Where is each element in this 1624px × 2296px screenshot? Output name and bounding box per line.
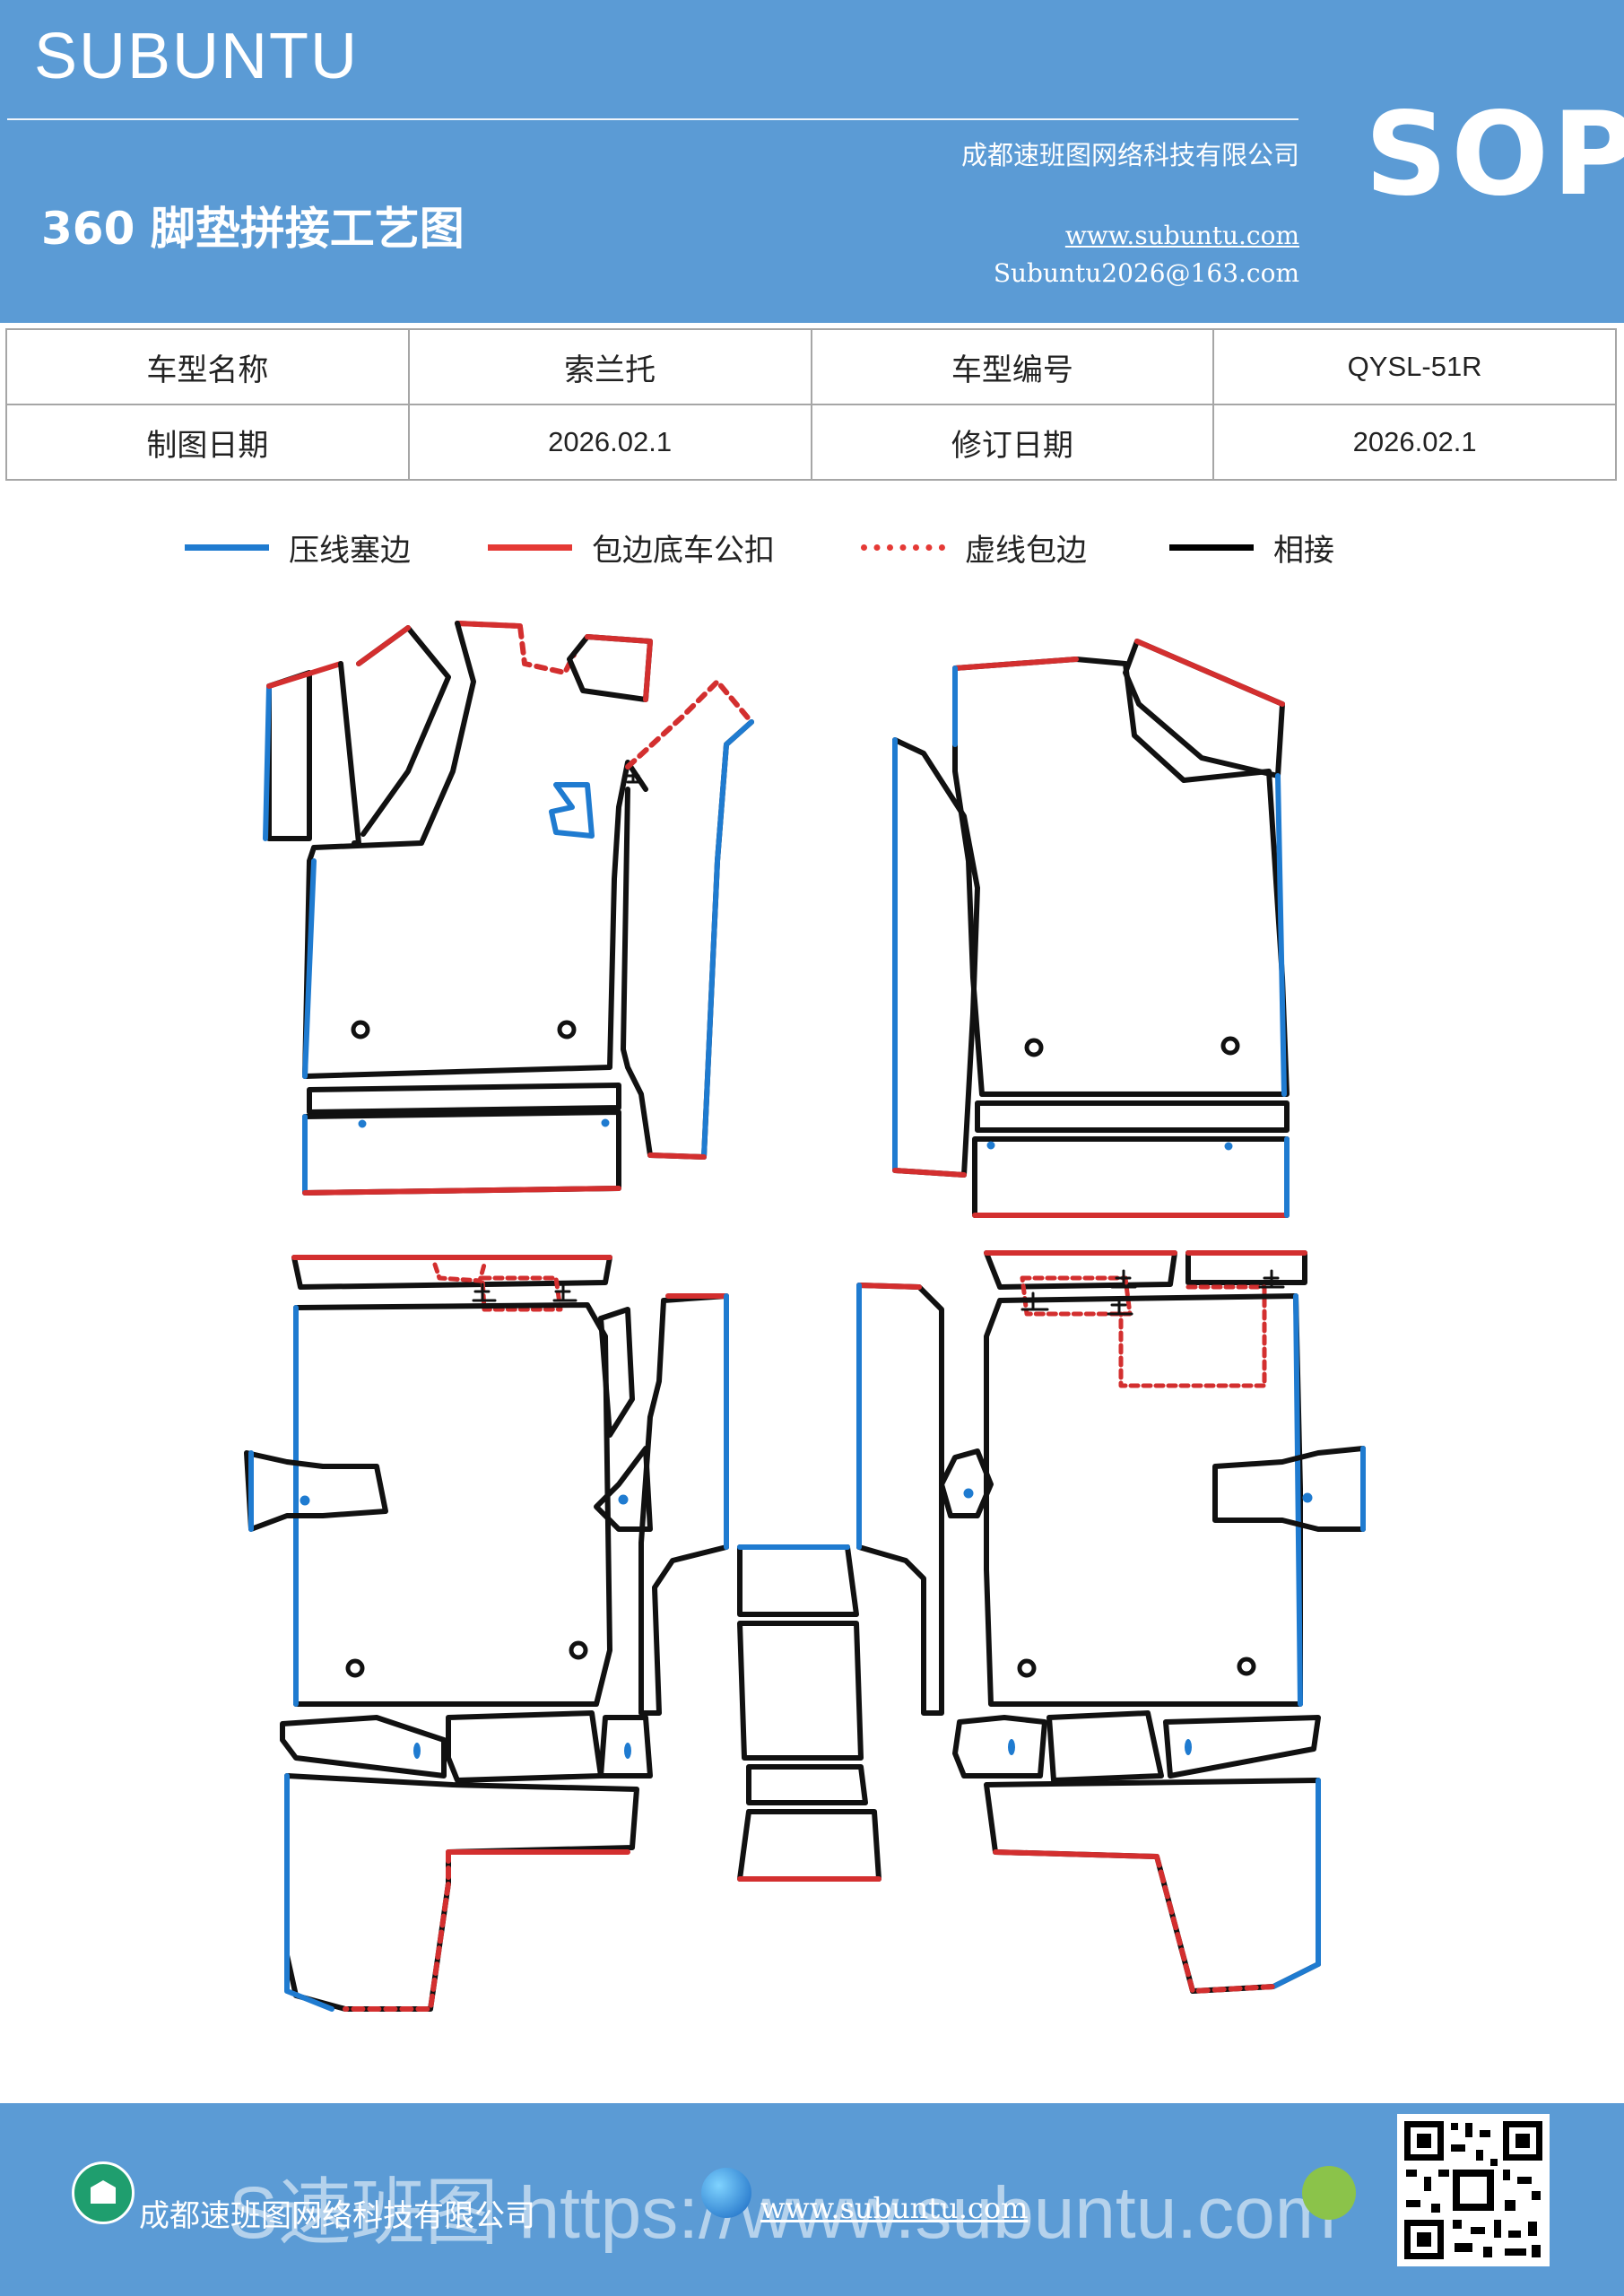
- table-row: 制图日期 2026.02.1 修订日期 2026.02.1: [5, 404, 1617, 481]
- mat-center-tunnel: [737, 1544, 881, 1882]
- table-row: 车型名称 索兰托 车型编号 QYSL-51R: [5, 328, 1617, 405]
- globe-icon: [701, 2168, 751, 2218]
- line-legend: 压线塞边 包边底车公扣 虚线包边 相接: [0, 520, 1624, 574]
- header-divider: [7, 118, 1298, 120]
- draw-date-value: 2026.02.1: [407, 404, 812, 481]
- floor-mat-diagram: [244, 621, 1366, 2012]
- legend-label: 包边底车公扣: [592, 532, 775, 569]
- page-title: 360 脚垫拼接工艺图: [41, 203, 465, 255]
- email-address[interactable]: Subuntu2026@163.com: [993, 258, 1299, 288]
- legend-item-edge-clip: 包边底车公扣: [488, 520, 775, 574]
- draw-date-label: 制图日期: [5, 404, 410, 481]
- legend-item-dotted-edge: 虚线包边: [861, 520, 1087, 574]
- legend-item-press-line: 压线塞边: [185, 520, 411, 574]
- legend-label: 压线塞边: [289, 532, 411, 569]
- mat-rear-left: [244, 1255, 729, 2012]
- mat-front-right: [892, 639, 1290, 1218]
- mat-rear-right: [856, 1250, 1366, 1994]
- wechat-icon: [1302, 2166, 1356, 2220]
- qr-code-icon: [1397, 2114, 1550, 2266]
- vehicle-info-table: 车型名称 索兰托 车型编号 QYSL-51R 制图日期 2026.02.1 修订…: [5, 328, 1617, 481]
- legend-swatch-red: [488, 544, 572, 551]
- model-name-label: 车型名称: [5, 328, 410, 405]
- legend-swatch-blue: [185, 544, 269, 551]
- revise-date-value: 2026.02.1: [1212, 404, 1617, 481]
- header-banner: SUBUNTU 360 脚垫拼接工艺图 成都速班图网络科技有限公司 www.su…: [0, 0, 1624, 323]
- footer-company-name: 成都速班图网络科技有限公司: [139, 2198, 535, 2234]
- legend-swatch-black: [1169, 544, 1254, 551]
- legend-item-join: 相接: [1169, 520, 1334, 574]
- model-name-value: 索兰托: [407, 328, 812, 405]
- company-name: 成都速班图网络科技有限公司: [960, 140, 1299, 170]
- brand-logo-text: SUBUNTU: [34, 21, 360, 92]
- legend-label: 相接: [1273, 532, 1334, 569]
- mat-front-left: [263, 621, 754, 1196]
- footer-banner: S速班图 https://www.subuntu.com 成都速班图网络科技有限…: [0, 2103, 1624, 2296]
- footer-watermark: S速班图 https://www.subuntu.com: [229, 2172, 1337, 2254]
- footer-website-link[interactable]: www.subuntu.com: [760, 2191, 1029, 2225]
- revise-date-label: 修订日期: [810, 404, 1215, 481]
- model-code-label: 车型编号: [810, 328, 1215, 405]
- legend-swatch-red-dotted: [861, 544, 945, 551]
- legend-label: 虚线包边: [965, 532, 1087, 569]
- model-code-value: QYSL-51R: [1212, 328, 1617, 405]
- website-link[interactable]: www.subuntu.com: [1064, 221, 1299, 250]
- sop-label: SOP: [1365, 88, 1624, 222]
- building-icon: [72, 2161, 135, 2224]
